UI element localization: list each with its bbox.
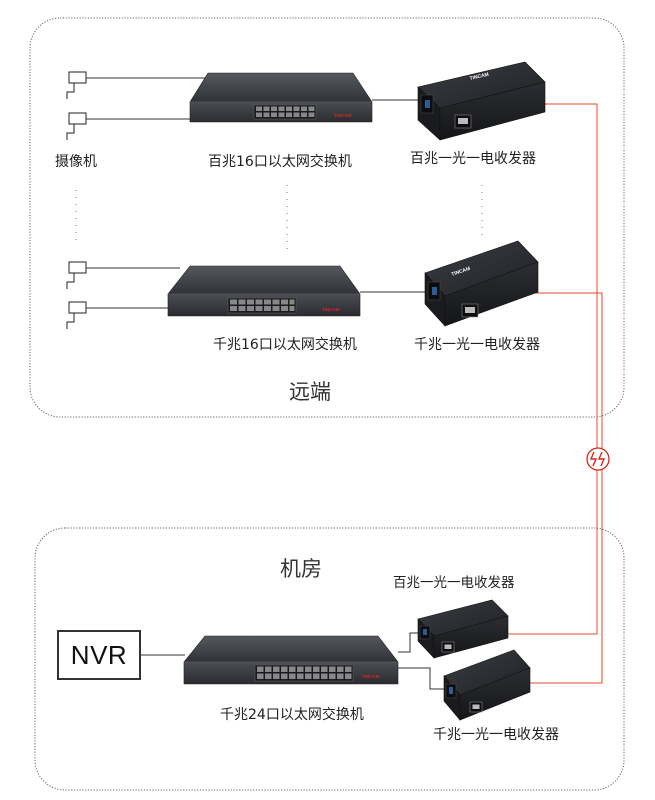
remote-section-title: 远端	[289, 380, 331, 404]
switch-1000m-24port: TINCAM	[183, 635, 399, 685]
nvr-box: NVR	[57, 630, 141, 680]
switch-brand-logo: TINCAM	[334, 113, 352, 118]
port-block	[253, 104, 317, 120]
converter-brand-logo: TINCAM	[469, 72, 489, 82]
switch-100m-16port-label: 百兆16口以太网交换机	[208, 154, 352, 170]
port-block	[254, 664, 354, 682]
switch-brand-logo: TINCAM	[322, 307, 340, 312]
converter-100m-remote-label: 百兆一光一电收发器	[410, 151, 536, 167]
fiber-links	[498, 103, 603, 684]
room-section-title: 机房	[280, 557, 322, 581]
media-converter-100m-room	[417, 599, 509, 659]
switch-100m-16port: TINCAM	[189, 72, 373, 123]
camera-icon	[66, 301, 87, 329]
fiber-link-symbol	[586, 447, 610, 471]
camera-icon	[66, 71, 87, 99]
switch-1000m-16port-label: 千兆16口以太网交换机	[213, 337, 357, 353]
nvr-label: NVR	[70, 639, 128, 670]
converter-1000m-room-label: 千兆一光一电收发器	[433, 727, 559, 743]
media-converter-1000m-room	[443, 649, 531, 721]
converter-100m-room-label: 百兆一光一电收发器	[393, 575, 515, 591]
port-block	[227, 297, 297, 314]
switch-1000m-24port-label: 千兆24口以太网交换机	[220, 707, 364, 723]
media-converter-1000m-remote: TINCAM	[424, 240, 539, 327]
converter-1000m-remote-label: 千兆一光一电收发器	[414, 337, 540, 353]
switch-brand-logo: TINCAM	[362, 674, 380, 679]
switch-1000m-16port: TINCAM	[167, 265, 361, 317]
copper-cables	[86, 77, 444, 690]
camera-label: 摄像机	[55, 154, 97, 170]
room-panel	[34, 527, 625, 791]
camera-icon	[66, 112, 87, 140]
camera-icon	[66, 261, 87, 289]
remote-panel	[29, 17, 625, 418]
media-converter-100m-remote: TINCAM	[417, 61, 546, 141]
